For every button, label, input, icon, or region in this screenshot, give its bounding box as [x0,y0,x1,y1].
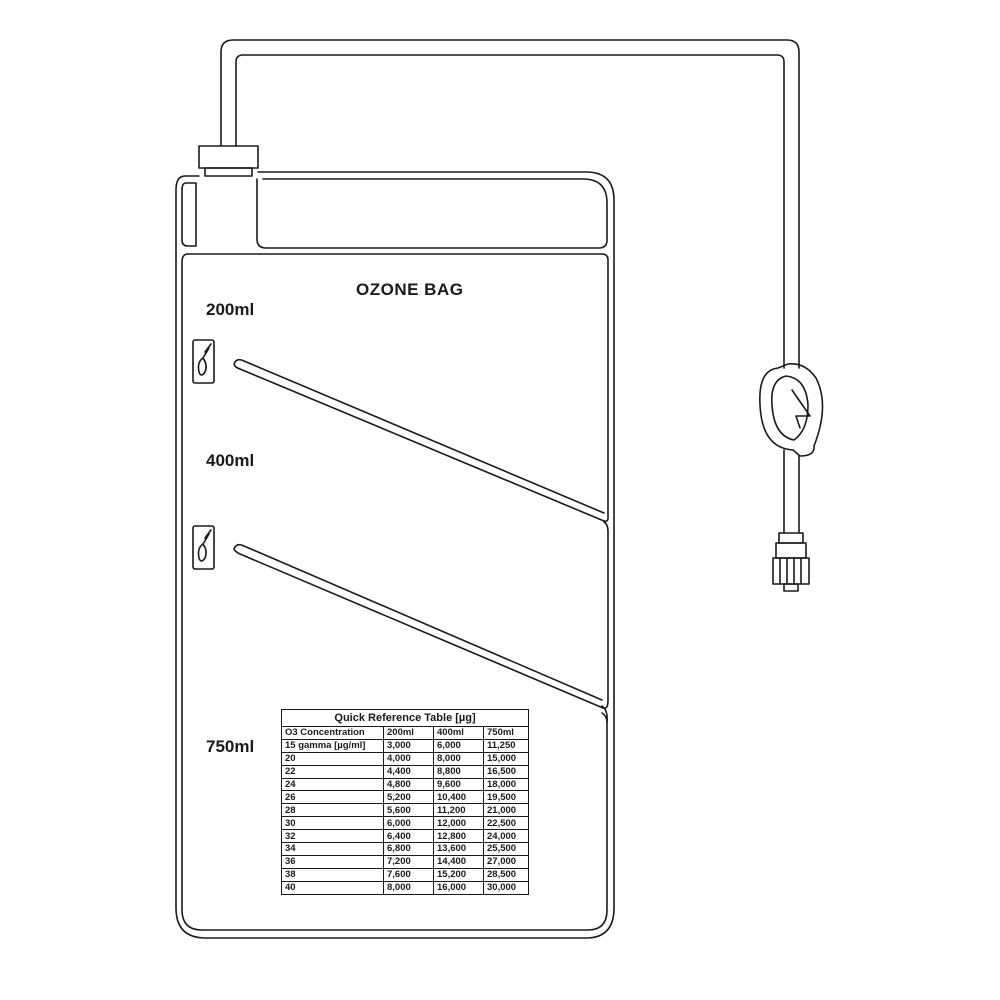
table-cell: 12,800 [433,829,484,844]
table-cell: 6,800 [383,842,434,856]
table-cell: 8,000 [433,751,484,766]
table-cell: 19,500 [482,790,530,805]
divider-400-750 [601,705,608,723]
table-cell: 12,000 [433,816,484,831]
hand-gesture-icon-1 [192,339,215,384]
table-cell: 27,000 [482,854,530,869]
table-header-cell: 200ml [383,726,434,740]
table-cell: 38 [281,867,384,882]
table-cell: 10,400 [433,790,484,805]
table-cell: 22,500 [482,816,530,831]
table-cell: 30 [281,816,384,831]
quick-reference-table: Quick Reference Table [µg] O3 Concentrat… [280,709,530,895]
tube-inner [235,54,785,369]
tube-clamp-inner [770,375,809,441]
table-cell: 8,800 [433,764,484,779]
table-cell: 28,500 [482,867,530,882]
tube-clamp-wedge [791,389,811,429]
table-cell: 24 [281,777,384,792]
table-cell: 7,200 [383,854,434,869]
table-cell: 4,000 [383,751,434,766]
table-cell: 32 [281,829,384,844]
table-cell: 28 [281,803,384,818]
table-cell: 11,250 [482,738,530,753]
table-caption: Quick Reference Table [µg] [280,709,530,727]
table-cell: 9,600 [433,777,484,792]
table-cell: 3,000 [383,738,434,753]
volume-mark-750: 750ml [206,737,255,756]
table-cell: 8,000 [383,880,434,895]
table-cell: 20 [281,751,384,766]
divider-200-400 [233,521,609,710]
bag-outline [175,171,615,939]
table-cell: 6,000 [383,816,434,831]
table-cell: 25,500 [482,842,530,856]
volume-mark-200: 200ml [206,300,255,319]
table-cell: 4,400 [383,764,434,779]
luer-body [775,542,807,559]
table-cell: 6,400 [383,829,434,844]
table-cell: 11,200 [433,803,484,818]
table-cell: 15 gamma [µg/ml] [281,738,384,753]
table-cell: 30,000 [482,880,530,895]
table-cell: 5,600 [383,803,434,818]
table-cell: 7,600 [383,867,434,882]
table-cell: 13,600 [433,842,484,856]
table-cell: 21,000 [482,803,530,818]
table-cell: 18,000 [482,777,530,792]
volume-mark-400: 400ml [206,451,255,470]
luer-tip [783,583,799,592]
bag-title: OZONE BAG [356,280,464,299]
port-cap [198,145,259,169]
table-cell: 15,200 [433,867,484,882]
table-cell: 36 [281,854,384,869]
table-cell: 16,000 [433,880,484,895]
bag-top-compartment [256,178,608,249]
table-header-cell: 400ml [433,726,484,740]
table-cell: 16,500 [482,764,530,779]
hand-gesture-icon-2 [192,525,215,570]
table-header-row: O3 Concentration 200ml 400ml 750ml [281,726,530,740]
bag-main-chamber [187,253,609,522]
table-cell: 26 [281,790,384,805]
table-cell: 24,000 [482,829,530,844]
table-header-cell: 750ml [482,726,530,740]
table-cell: 4,800 [383,777,434,792]
table-cell: 22 [281,764,384,779]
tube-outer [220,39,800,369]
luer-hub [772,557,810,585]
table-header-cell: O3 Concentration [281,726,384,740]
table-cell: 14,400 [433,854,484,869]
table-cell: 6,000 [433,738,484,753]
table-cell: 34 [281,842,384,856]
tube-clamp [759,362,824,457]
port-neck [204,167,253,177]
table-cell: 5,200 [383,790,434,805]
table-cell: 15,000 [482,751,530,766]
table-cell: 40 [281,880,384,895]
bag-port-compartment [181,182,197,247]
luer-collar [778,532,804,544]
